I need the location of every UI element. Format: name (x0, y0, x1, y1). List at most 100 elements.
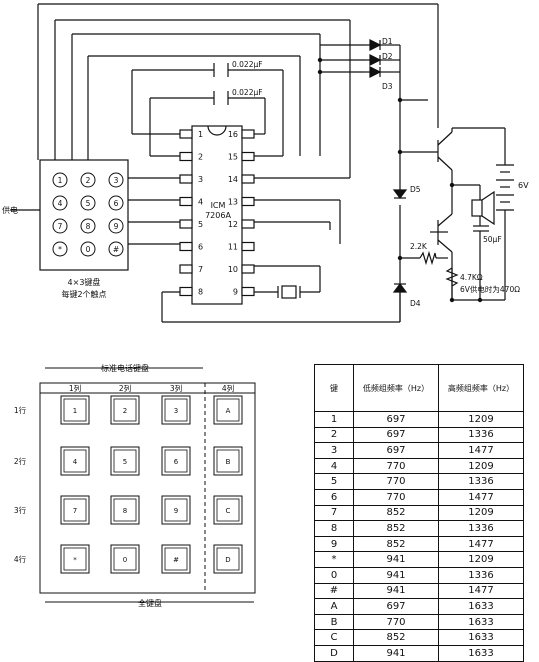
table-cell-low: 852 (353, 629, 439, 646)
keypad-key-circle (108, 195, 124, 211)
keyboard-key-label: 3 (174, 407, 178, 415)
chip-pin-right (241, 174, 255, 184)
chip-pin-right (241, 286, 255, 297)
pin-label-right: 16 (228, 130, 238, 139)
keypad-key-circle (52, 172, 68, 188)
cap-bottom-label: 0.022μF (232, 88, 263, 97)
keypad-caption-line2: 每键2个触点 (61, 289, 106, 299)
keypad-key-circle (52, 241, 68, 257)
table-cell-high: 1633 (438, 598, 524, 615)
keypad-key-label: 9 (114, 222, 119, 231)
table-cell-high: 1477 (438, 535, 524, 553)
keypad-key-circle (80, 172, 96, 188)
table-cell-low: 852 (353, 520, 439, 537)
pin-label-left: 6 (198, 243, 203, 252)
table-cell-high: 1209 (438, 457, 524, 475)
keypad-key-circle (80, 218, 96, 234)
header-key: 键 (314, 364, 354, 412)
table-cell-low: 697 (353, 426, 439, 444)
keypad-key-label: 7 (58, 222, 63, 231)
table-cell-high: 1477 (438, 442, 524, 459)
keyboard-row-label: 4行 (14, 554, 27, 564)
keyboard-key-label: D (225, 556, 230, 564)
keyboard-row-label: 3行 (14, 505, 27, 515)
keyboard-key (60, 544, 90, 574)
keyboard-key-label: 4 (73, 458, 78, 466)
keyboard-key-inner (113, 547, 137, 571)
keypad-key-label: 0 (86, 245, 91, 254)
diode-d5-label: D5 (410, 185, 421, 194)
keyboard-key-inner (113, 398, 137, 422)
chip-pin-left (179, 129, 193, 139)
keyboard-key-label: 1 (73, 407, 77, 415)
keyboard-key-label: A (226, 407, 231, 415)
pin-label-left: 1 (198, 130, 203, 139)
diode-d4-label: D4 (410, 299, 421, 308)
chip-name: ICM (211, 201, 226, 210)
table-cell-high: 1477 (438, 488, 524, 506)
chip-pin-right (241, 196, 255, 207)
table-cell-key: # (314, 582, 354, 600)
keypad-key-label: 6 (114, 199, 119, 208)
table-cell-high: 1336 (438, 473, 524, 490)
table-cell-key: 0 (314, 566, 354, 584)
table-cell-low: 697 (353, 442, 439, 459)
chip-pin-left (179, 174, 193, 184)
keyboard-row-label: 1行 (14, 405, 27, 415)
keyboard-key-label: 7 (73, 507, 77, 515)
keyboard-col-label: 2列 (119, 383, 131, 393)
keyboard-key (60, 495, 90, 525)
keypad-key-circle (52, 218, 68, 234)
pin-label-right: 11 (228, 243, 238, 252)
table-cell-key: 6 (314, 488, 354, 506)
resistor-2k2-label: 2.2K (410, 242, 428, 251)
keypad-key-label: 8 (86, 222, 91, 231)
table-cell-high: 1633 (438, 629, 524, 646)
pin-label-left: 3 (198, 175, 203, 184)
table-cell-key: 3 (314, 442, 354, 459)
speaker-cap-label: 50μF (483, 235, 502, 244)
keyboard-key-label: 8 (123, 507, 127, 515)
table-cell-low: 941 (353, 566, 439, 584)
keyboard-caption: 全键盘 (138, 598, 162, 608)
keyboard-key-inner (164, 449, 188, 473)
table-cell-low: 770 (353, 488, 439, 506)
chip-pin-left (179, 219, 193, 229)
table-cell-high: 1336 (438, 520, 524, 537)
keyboard-key (110, 495, 140, 525)
supply-label: 供电 (2, 205, 18, 215)
table-cell-low: 770 (353, 613, 439, 631)
keypad-key-label: 4 (58, 199, 63, 208)
table-header-row: 键 低频组频率（Hz） 高频组频率（Hz） (314, 364, 524, 412)
keyboard-key (110, 544, 140, 574)
table-cell-key: 7 (314, 504, 354, 522)
table-cell-high: 1209 (438, 551, 524, 568)
keypad-key-label: # (113, 245, 119, 254)
keyboard-key (213, 395, 243, 425)
keyboard-key (213, 446, 243, 476)
keypad-caption-line1: 4×3键盘 (68, 277, 101, 287)
chip-pin-right (241, 219, 255, 229)
pin-label-right: 13 (228, 198, 238, 207)
chip-part-number: 7206A (205, 211, 231, 220)
table-cell-key: * (314, 551, 354, 568)
header-high-freq: 高频组频率（Hz） (438, 364, 524, 412)
pin-label-left: 4 (198, 198, 203, 207)
table-cell-key: 1 (314, 411, 354, 428)
chip-pin-right (241, 264, 255, 274)
keyboard-col-label: 4列 (222, 383, 234, 393)
keypad-key-circle (108, 172, 124, 188)
table-cell-low: 941 (353, 582, 439, 600)
table-cell-high: 1209 (438, 504, 524, 522)
keyboard-key (161, 446, 191, 476)
chip-pin-right (241, 129, 255, 139)
